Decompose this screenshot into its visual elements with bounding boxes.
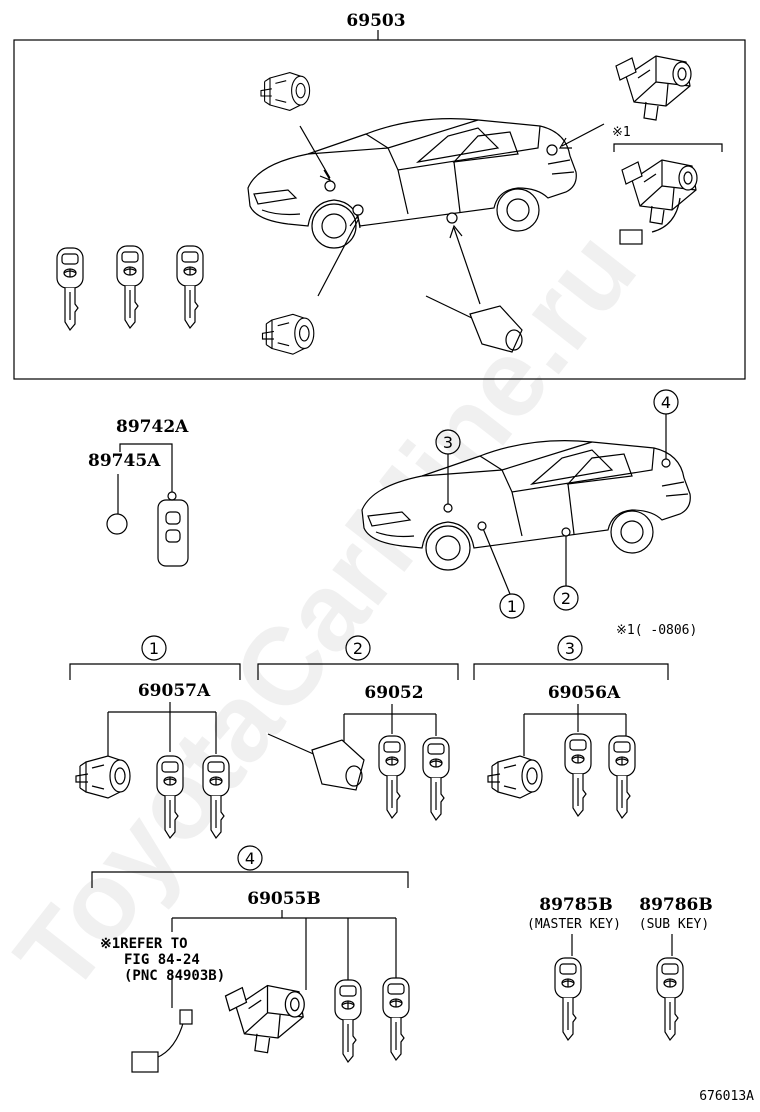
sub-key-part: 89786B <box>639 895 713 915</box>
svg-text:1: 1 <box>507 597 517 616</box>
top-key-3 <box>176 245 204 329</box>
group-2: 2 69052 <box>257 635 459 821</box>
group-3-part: 69056A <box>548 683 621 703</box>
svg-text:3: 3 <box>443 433 453 452</box>
remote-number-1: 89742A <box>116 417 189 437</box>
top-cylinder-1 <box>260 72 311 111</box>
watermark: ToyotaCarMine.ru <box>0 209 660 1015</box>
top-back-door-lock <box>425 295 523 353</box>
group-1: 1 69057A <box>69 635 241 839</box>
index-callouts: 3 4 1 2 <box>435 389 679 619</box>
note-1-mark: ※1 <box>612 125 631 140</box>
refer-note-line-1: ※1REFER TO <box>100 936 188 952</box>
group-3: 3 69056A <box>473 635 669 819</box>
svg-text:4: 4 <box>245 849 255 868</box>
top-ignition-1 <box>615 55 692 121</box>
svg-text:2: 2 <box>353 639 363 658</box>
group-2-part: 69052 <box>364 683 423 703</box>
top-cylinder-2 <box>261 313 315 355</box>
top-pointers <box>299 123 605 305</box>
svg-text:1: 1 <box>149 639 159 658</box>
note-1-date: ※1( -0806) <box>616 623 697 638</box>
assembly-number: 69503 <box>346 11 405 31</box>
assembly-box <box>13 39 746 380</box>
figure-code: 676013A <box>699 1089 754 1104</box>
group-4-part: 69055B <box>247 889 321 909</box>
sub-key-label: (SUB KEY) <box>639 917 709 932</box>
remote-transmitter <box>157 491 189 567</box>
top-key-2 <box>116 245 144 329</box>
master-key: 89785B (MASTER KEY) <box>527 895 621 1041</box>
top-key-1 <box>56 247 84 331</box>
battery <box>106 513 128 535</box>
master-key-part: 89785B <box>539 895 613 915</box>
top-car <box>247 118 577 249</box>
master-key-label: (MASTER KEY) <box>527 917 621 932</box>
refer-note-line-3: (PNC 84903B) <box>124 968 225 984</box>
group-4: 4 69055B ※1REFER TO FIG 84-24 (PNC 84903… <box>91 845 410 1073</box>
remote-number-2: 89745A <box>88 451 161 471</box>
group-1-part: 69057A <box>138 681 211 701</box>
svg-text:2: 2 <box>561 589 571 608</box>
svg-text:3: 3 <box>565 639 575 658</box>
sub-key: 89786B (SUB KEY) <box>639 895 713 1041</box>
refer-note-line-2: FIG 84-24 <box>124 952 200 968</box>
svg-text:4: 4 <box>661 393 671 412</box>
top-ignition-2 <box>621 159 698 225</box>
